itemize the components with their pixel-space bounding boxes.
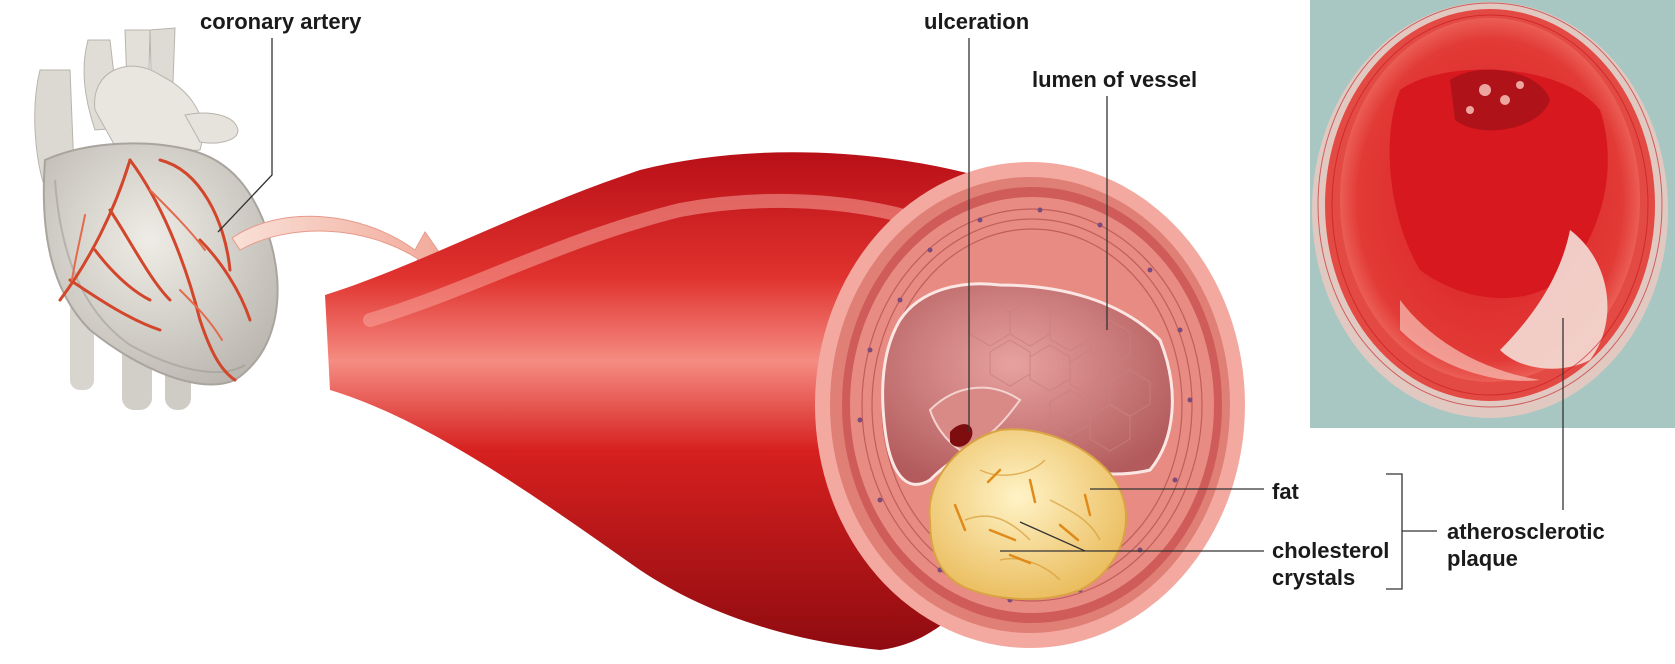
fat-label: fat: [1272, 478, 1299, 505]
ulceration-label: ulceration: [924, 8, 1029, 35]
heart-illustration: [35, 28, 278, 410]
lumen-of-vessel-label: lumen of vessel: [1032, 66, 1197, 93]
atherosclerotic-plaque-label: atherosclerotic plaque: [1447, 518, 1605, 572]
cholesterol-crystals-label: cholesterol crystals: [1272, 537, 1389, 591]
micrograph-image: [1310, 0, 1675, 428]
coronary-artery-label: coronary artery: [200, 8, 361, 35]
